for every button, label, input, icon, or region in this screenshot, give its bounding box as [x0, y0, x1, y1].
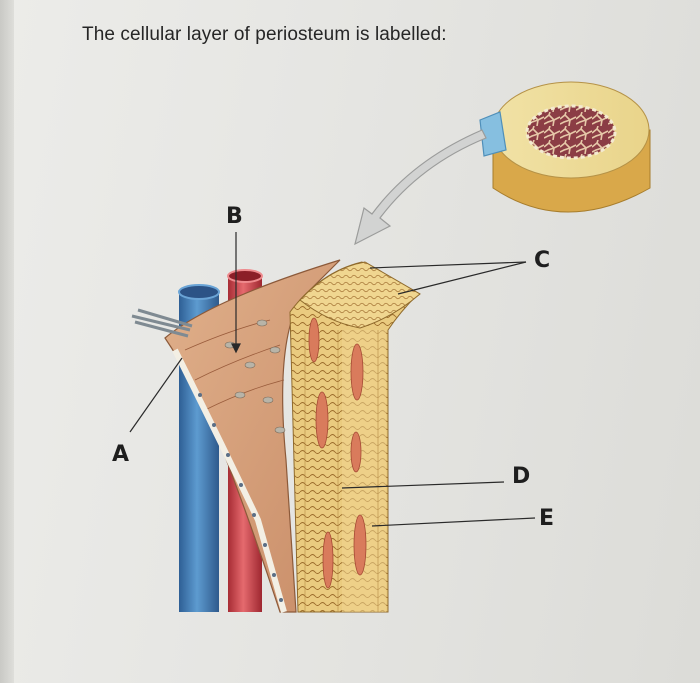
- label-c: C: [534, 248, 551, 273]
- label-a: A: [112, 442, 130, 467]
- bone-cross-section: [479, 81, 651, 213]
- label-d: D: [512, 464, 531, 489]
- compact-bone-block: [289, 261, 421, 613]
- question-text: The cellular layer of periosteum is labe…: [82, 24, 447, 45]
- label-b: B: [226, 204, 243, 229]
- periosteum-sheet: [131, 259, 341, 613]
- label-e: E: [539, 506, 555, 531]
- leader-lines: [129, 232, 536, 527]
- page-edge: [0, 0, 14, 683]
- callout-arrow: [354, 129, 487, 246]
